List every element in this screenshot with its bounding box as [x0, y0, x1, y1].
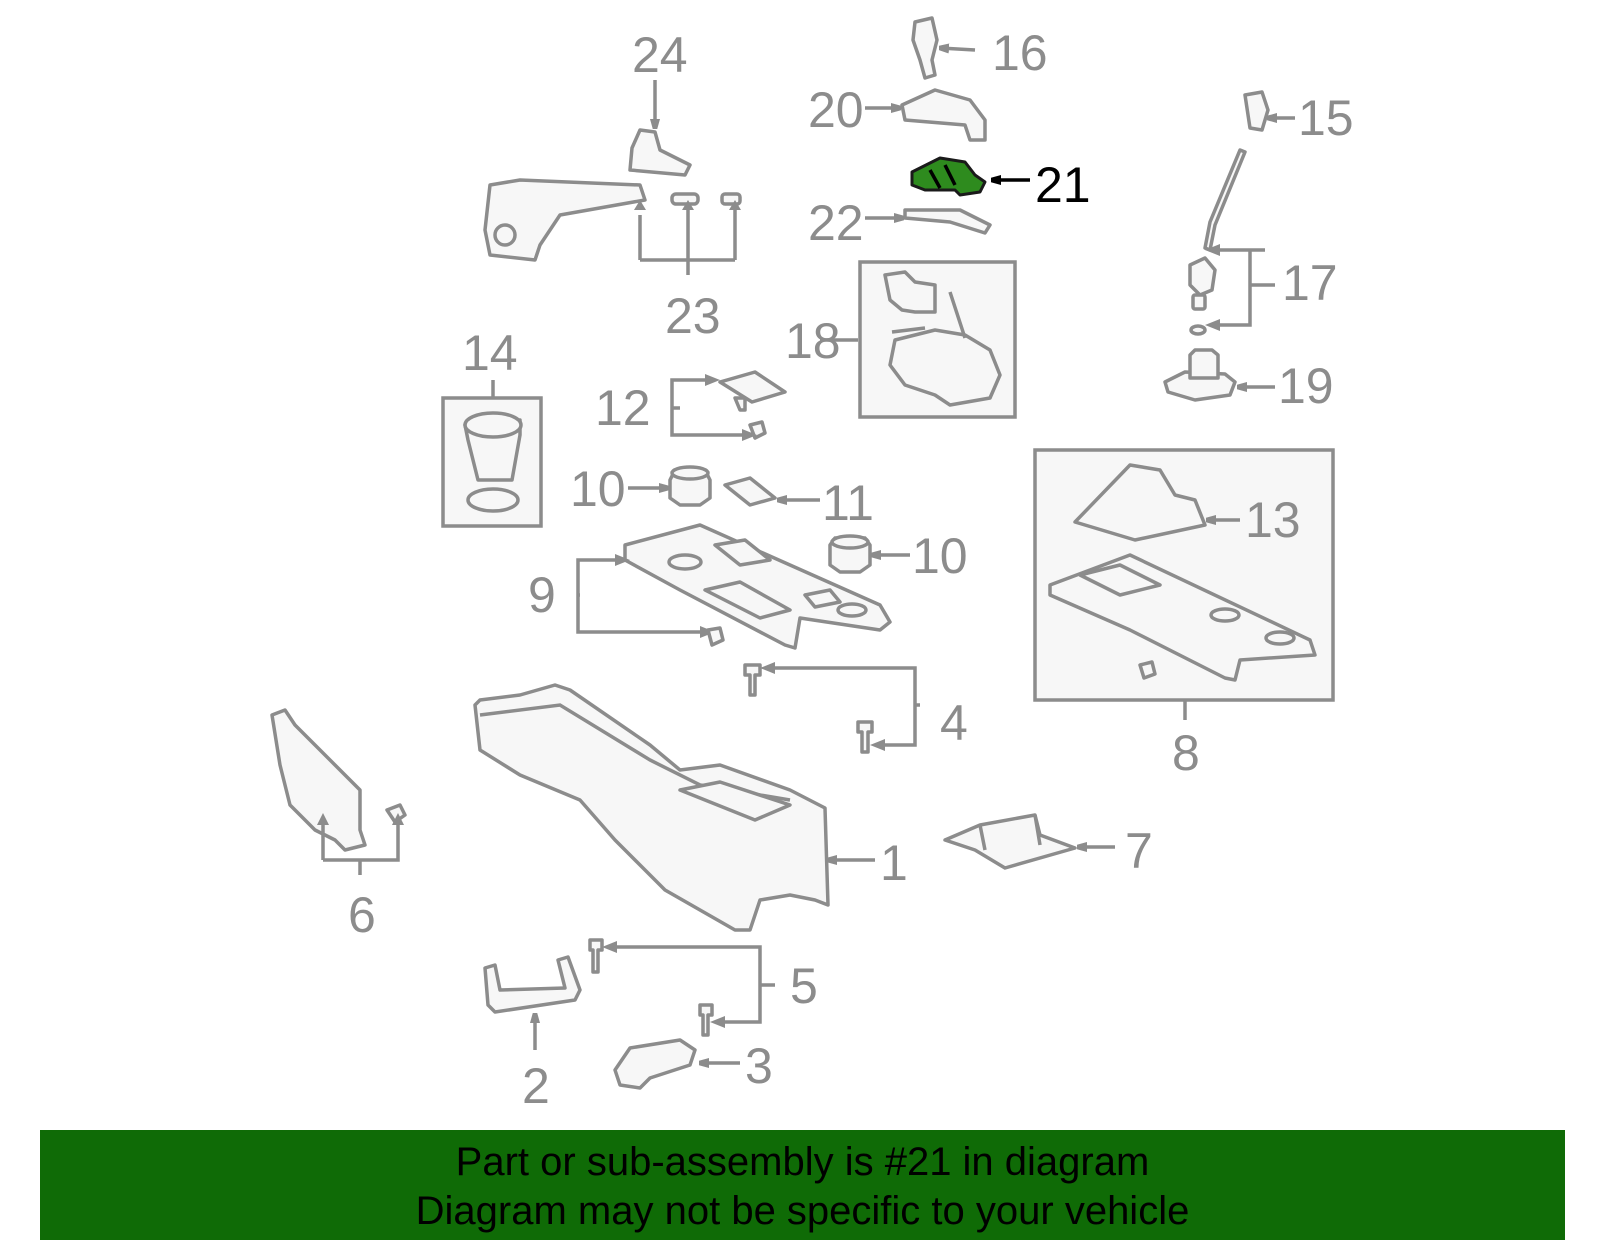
callout-11: 11: [822, 475, 874, 531]
parts-diagram: 24 16 20 15 21 22 23 17 18 14 12 19 10 1…: [270, 16, 1354, 1114]
part-15-17-group: [1188, 90, 1295, 336]
callout-17: 17: [1282, 255, 1338, 311]
part-5: [588, 938, 775, 1037]
callout-16: 16: [992, 25, 1048, 81]
info-banner: Part or sub-assembly is #21 in diagram D…: [40, 1130, 1565, 1240]
callout-10-upper: 10: [570, 461, 626, 517]
callout-21: 21: [1035, 157, 1091, 213]
callout-19: 19: [1278, 358, 1334, 414]
part-21-highlighted: [910, 156, 1030, 197]
part-24-group: [483, 80, 742, 275]
part-12: [670, 370, 787, 441]
part-4: [743, 662, 920, 754]
callout-4: 4: [940, 695, 968, 751]
part-7: [943, 813, 1115, 870]
part-3: [613, 1038, 740, 1090]
part-10-11-group: [628, 465, 910, 574]
callout-10-lower: 10: [912, 528, 968, 584]
callout-15: 15: [1298, 90, 1354, 146]
part-8-box: [1033, 448, 1335, 720]
callout-9: 9: [528, 567, 556, 623]
callout-22: 22: [808, 195, 864, 251]
callout-3: 3: [745, 1038, 773, 1094]
part-14-box: [441, 380, 543, 528]
part-9: [576, 523, 892, 650]
callout-13: 13: [1245, 492, 1301, 548]
part-1: [473, 683, 875, 932]
callout-5: 5: [790, 958, 818, 1014]
callout-20: 20: [808, 82, 864, 138]
callout-6: 6: [348, 887, 376, 943]
callout-18: 18: [785, 313, 841, 369]
part-6: [270, 708, 407, 875]
banner-line-1: Part or sub-assembly is #21 in diagram: [455, 1140, 1150, 1184]
callout-8: 8: [1172, 725, 1200, 781]
callout-14: 14: [462, 325, 518, 381]
callout-23: 23: [665, 288, 721, 344]
part-19: [1163, 348, 1275, 402]
part-18-box: [820, 260, 1017, 419]
part-16: [911, 16, 976, 80]
callout-12: 12: [595, 380, 651, 436]
callout-7: 7: [1125, 823, 1153, 879]
part-2: [483, 955, 582, 1050]
banner-line-2: Diagram may not be specific to your vehi…: [415, 1189, 1190, 1233]
callout-1: 1: [880, 835, 908, 891]
part-20: [865, 88, 987, 142]
callout-24: 24: [632, 27, 688, 83]
part-22: [865, 208, 992, 235]
callout-2: 2: [522, 1058, 550, 1114]
